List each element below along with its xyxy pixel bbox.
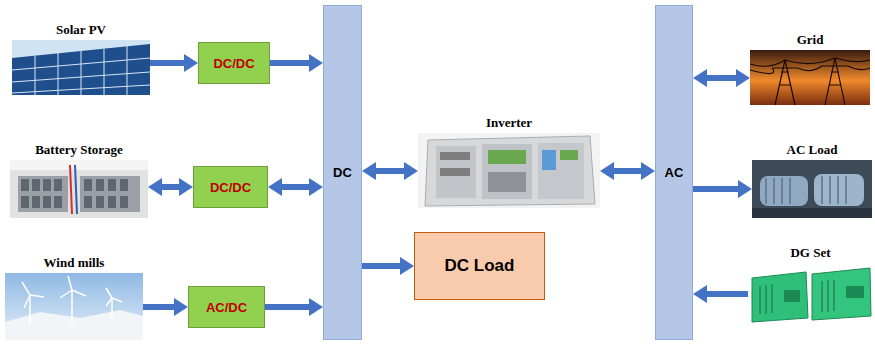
inverter-node: Inverter <box>418 133 600 208</box>
picture-heading: DG Set <box>790 245 830 261</box>
arrow-shaft <box>693 186 739 192</box>
converter-box: AC/DC <box>188 286 265 328</box>
converter-box: DC/DC <box>193 166 268 208</box>
arrow-shaft <box>706 291 748 297</box>
flow-arrow <box>693 180 752 198</box>
picture-heading: Inverter <box>486 115 532 131</box>
wind-farm-picture <box>5 273 143 340</box>
flow-arrow <box>268 178 323 196</box>
diesel-generator-picture <box>748 263 873 325</box>
converter-label: DC/DC <box>210 180 251 195</box>
flow-arrow <box>600 162 655 180</box>
arrow-shaft <box>265 304 310 310</box>
wind-mills-node: Wind mills <box>5 273 143 340</box>
arrow-shaft <box>270 60 310 66</box>
converter-label: AC/DC <box>206 300 247 315</box>
arrow-head <box>693 69 707 87</box>
picture-heading: Wind mills <box>44 255 105 271</box>
arrow-head <box>184 54 198 72</box>
flow-arrow <box>148 178 193 196</box>
bus-label: AC <box>665 165 684 180</box>
converter-box: DC/DC <box>198 42 270 84</box>
power-grid-picture <box>750 50 870 105</box>
arrow-head <box>404 162 418 180</box>
arrow-head <box>738 180 752 198</box>
arrow-head <box>148 178 162 196</box>
arrow-head <box>693 285 707 303</box>
ac-load-node: AC Load <box>752 160 872 218</box>
picture-heading: Solar PV <box>56 22 106 38</box>
load-label: DC Load <box>445 256 515 276</box>
picture-heading: AC Load <box>787 142 838 158</box>
dg-set-node: DG Set <box>748 263 873 325</box>
flow-arrow <box>362 162 418 180</box>
converter-label: DC/DC <box>213 56 254 71</box>
arrow-shaft <box>150 60 185 66</box>
flow-arrow <box>362 257 414 275</box>
battery-storage-node: Battery Storage <box>10 160 148 218</box>
arrow-shaft <box>161 184 180 190</box>
flow-arrow <box>693 69 750 87</box>
arrow-head <box>400 257 414 275</box>
arrow-shaft <box>706 75 737 81</box>
arrow-head <box>600 162 614 180</box>
ac-bus-bar: AC <box>655 5 693 340</box>
arrow-head <box>179 178 193 196</box>
grid-node: Grid <box>750 50 870 105</box>
solar-pv-node: Solar PV <box>12 40 150 95</box>
arrow-head <box>641 162 655 180</box>
flow-arrow <box>265 298 323 316</box>
arrow-head <box>268 178 282 196</box>
arrow-head <box>174 298 188 316</box>
bus-label: DC <box>333 165 352 180</box>
arrow-head <box>362 162 376 180</box>
arrow-head <box>309 178 323 196</box>
picture-heading: Battery Storage <box>35 142 123 158</box>
flow-arrow <box>143 298 188 316</box>
arrow-head <box>736 69 750 87</box>
dc-load-box: DC Load <box>414 232 545 300</box>
flow-arrow <box>150 54 198 72</box>
motor-load-picture <box>752 160 872 218</box>
flow-arrow <box>693 285 748 303</box>
arrow-shaft <box>281 184 310 190</box>
arrow-shaft <box>362 263 401 269</box>
inverter-cabinet-picture <box>418 133 600 208</box>
arrow-shaft <box>375 168 405 174</box>
battery-room-picture <box>10 160 148 218</box>
arrow-head <box>309 298 323 316</box>
solar-panel-picture <box>12 40 150 95</box>
picture-heading: Grid <box>797 32 824 48</box>
flow-arrow <box>270 54 323 72</box>
dc-bus-bar: DC <box>323 5 362 340</box>
arrow-shaft <box>143 304 175 310</box>
arrow-shaft <box>613 168 642 174</box>
arrow-head <box>309 54 323 72</box>
